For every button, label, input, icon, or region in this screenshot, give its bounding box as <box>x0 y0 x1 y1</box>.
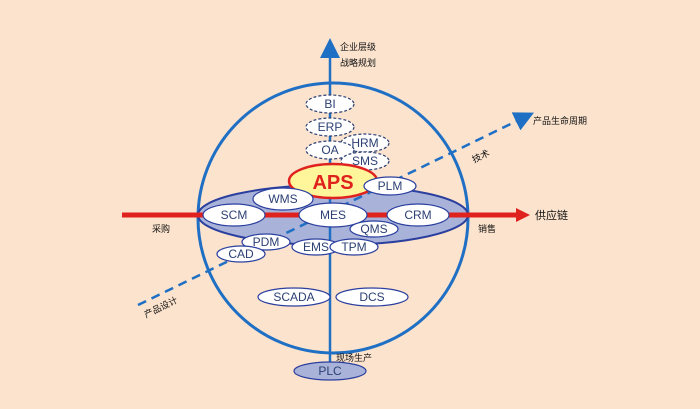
module-ems: EMS <box>291 238 341 256</box>
module-tpm-label: TPM <box>341 240 366 254</box>
module-hrm-label: HRM <box>351 136 378 150</box>
module-crm: CRM <box>386 203 450 227</box>
module-plm: PLM <box>363 176 417 196</box>
module-scm: SCM <box>202 203 266 227</box>
module-mes: MES <box>298 202 368 228</box>
module-wms: WMS <box>252 187 314 211</box>
axis-label-technology: 技术 <box>470 147 491 165</box>
module-qms-label: QMS <box>360 222 387 236</box>
module-pdm: PDM <box>241 233 291 251</box>
axis-label-strategy: 战略规划 <box>340 57 376 68</box>
module-crm-label: CRM <box>404 208 431 222</box>
module-tpm: TPM <box>329 238 379 256</box>
supply-chain-arrowhead <box>516 208 530 222</box>
module-plc-label: PLC <box>318 364 342 378</box>
module-plc: PLC <box>293 361 367 381</box>
axis-label-field-production: 现场生产 <box>336 352 372 363</box>
module-bi-label: BI <box>324 97 335 111</box>
axis-label-product-design: 产品设计 <box>142 294 179 320</box>
module-pdm-label: PDM <box>253 235 280 249</box>
module-scm-label: SCM <box>221 208 248 222</box>
module-erp-label: ERP <box>318 120 343 134</box>
module-sms-label: SMS <box>352 154 378 168</box>
module-ems-label: EMS <box>303 240 329 254</box>
axis-label-purchasing: 采购 <box>152 223 170 234</box>
module-aps-label: APS <box>312 172 353 194</box>
module-cad: CAD <box>216 245 266 263</box>
module-erp: ERP <box>305 117 355 137</box>
axis-label-sales: 销售 <box>478 223 496 234</box>
module-oa-label: OA <box>321 143 338 157</box>
module-mes-label: MES <box>320 208 346 222</box>
axis-label-supply-chain: 供应链 <box>535 208 568 222</box>
module-scada: SCADA <box>257 287 331 307</box>
module-plm-label: PLM <box>378 179 403 193</box>
module-dcs: DCS <box>335 287 409 307</box>
module-scada-label: SCADA <box>273 290 314 304</box>
axis-label-product-lifecycle: 产品生命周期 <box>533 115 587 126</box>
module-oa: OA <box>305 140 355 160</box>
module-wms-label: WMS <box>268 192 297 206</box>
module-dcs-label: DCS <box>359 290 384 304</box>
module-qms: QMS <box>349 220 399 238</box>
module-aps: APS <box>287 162 379 200</box>
module-cad-label: CAD <box>228 247 254 261</box>
module-bi: BI <box>305 94 355 114</box>
axis-label-enterprise: 企业层级 <box>340 41 376 52</box>
